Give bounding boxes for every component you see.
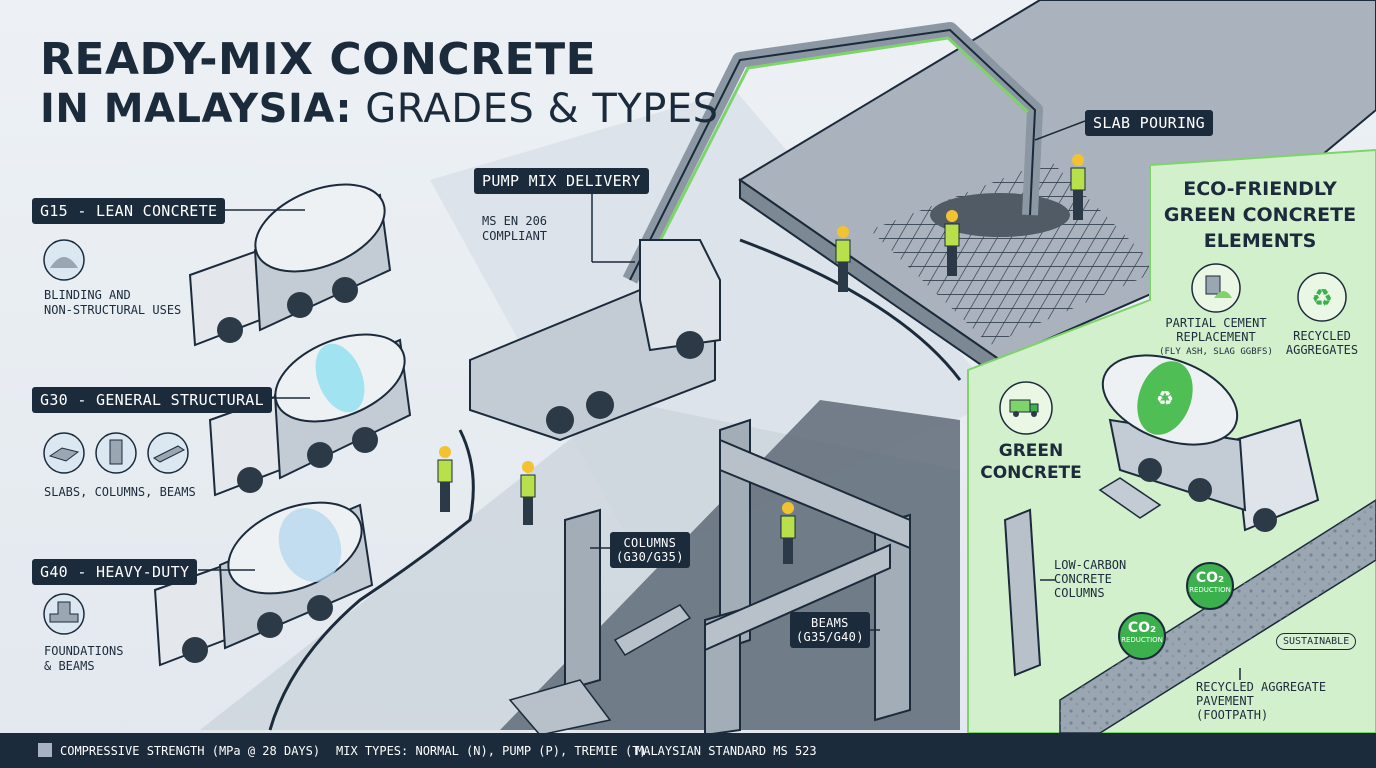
green-truck-icon xyxy=(999,381,1053,435)
page-title-line-1: READY-MIX CONCRETE xyxy=(40,34,597,85)
eco-block xyxy=(1098,477,1162,519)
grade-g40-label: G40 - HEAVY-DUTY xyxy=(32,559,198,585)
pump-compliance-note: MS EN 206 COMPLIANT xyxy=(482,214,548,243)
worker-beam xyxy=(780,502,796,564)
column-1 xyxy=(564,508,601,692)
footer-mix-types: MIX TYPES: NORMAL (N), PUMP (P), TREMIE … xyxy=(336,744,647,758)
worker-slab-2 xyxy=(944,210,960,276)
recycle-icon: ♻ xyxy=(1297,272,1347,322)
pump-hose xyxy=(638,36,1030,281)
title-bold-part: IN MALAYSIA: xyxy=(40,86,353,132)
mixer-truck-g15 xyxy=(188,183,392,347)
partial-cement-text: PARTIAL CEMENT REPLACEMENT xyxy=(1165,316,1267,344)
beam-2 xyxy=(704,543,891,652)
sustainable-badge: SUSTAINABLE xyxy=(1276,633,1357,650)
footer-bar xyxy=(0,733,1376,768)
co2-text: CO₂ xyxy=(1127,620,1157,636)
worker-pump xyxy=(437,446,453,512)
grade-g40-desc: FOUNDATIONS & BEAMS xyxy=(44,644,124,673)
pump-mix-label: PUMP MIX DELIVERY xyxy=(474,168,649,194)
co2-reduction-badge-2: CO₂ REDUCTION xyxy=(1118,612,1166,660)
recycle-mark-icon: ♻ xyxy=(1156,386,1174,410)
grade-g15-desc: BLINDING AND NON-STRUCTURAL USES xyxy=(44,288,182,317)
co2-reduction-badge-1: CO₂ REDUCTION xyxy=(1186,562,1234,610)
delivery-hose xyxy=(268,429,475,731)
svg-text:♻: ♻ xyxy=(1311,284,1333,312)
worker-slab-1 xyxy=(835,226,851,292)
eco-title: ECO-FRIENDLY GREEN CONCRETE ELEMENTS xyxy=(1163,178,1357,252)
grade-g30-label: G30 - GENERAL STRUCTURAL xyxy=(32,387,272,413)
beams-label: BEAMS (G35/G40) xyxy=(790,612,870,648)
co2-reduction-text: REDUCTION xyxy=(1121,636,1163,644)
pump-truck-cab xyxy=(639,239,721,352)
mixer-truck-g30 xyxy=(208,333,412,497)
columns-label: COLUMNS (G30/G35) xyxy=(610,532,690,568)
mixer-truck-g40 xyxy=(153,501,374,667)
recycled-aggregates-text: RECYCLED AGGREGATES xyxy=(1285,329,1359,357)
worker-clipboard xyxy=(520,461,536,525)
cement-bag-icon xyxy=(1191,263,1241,313)
eco-mixer-truck: ♻ xyxy=(1101,354,1320,532)
low-carbon-column xyxy=(1003,508,1042,677)
footer-strength: COMPRESSIVE STRENGTH (MPa @ 28 DAYS) xyxy=(60,744,321,758)
column-icon xyxy=(95,432,137,474)
beam-1 xyxy=(719,438,911,550)
page-title-line-2: IN MALAYSIA: GRADES & TYPES xyxy=(40,86,719,132)
footer-standard: MALAYSIAN STANDARD MS 523 xyxy=(636,744,817,758)
foundation-icon xyxy=(43,593,85,635)
slab-pouring-label: SLAB POURING xyxy=(1085,110,1213,136)
worker-slab-3 xyxy=(1070,154,1086,220)
green-concrete-text: GREEN CONCRETE xyxy=(980,441,1082,483)
sand-pile-icon xyxy=(43,239,85,281)
legend-swatch xyxy=(38,743,52,757)
beam-icon xyxy=(147,432,189,474)
grade-g15-label: G15 - LEAN CONCRETE xyxy=(32,198,226,224)
title-light-part: GRADES & TYPES xyxy=(352,86,719,132)
pavement-text: RECYCLED AGGREGATE PAVEMENT (FOOTPATH) xyxy=(1196,680,1327,722)
grade-g30-desc: SLABS, COLUMNS, BEAMS xyxy=(44,485,196,499)
co2-reduction-text: REDUCTION xyxy=(1189,586,1231,594)
slab-icon xyxy=(43,432,85,474)
partial-cement-sub: (FLY ASH, SLAG GGBFS) xyxy=(1159,347,1273,357)
co2-text: CO₂ xyxy=(1195,570,1225,586)
low-carbon-text: LOW-CARBON CONCRETE COLUMNS xyxy=(1054,558,1127,600)
